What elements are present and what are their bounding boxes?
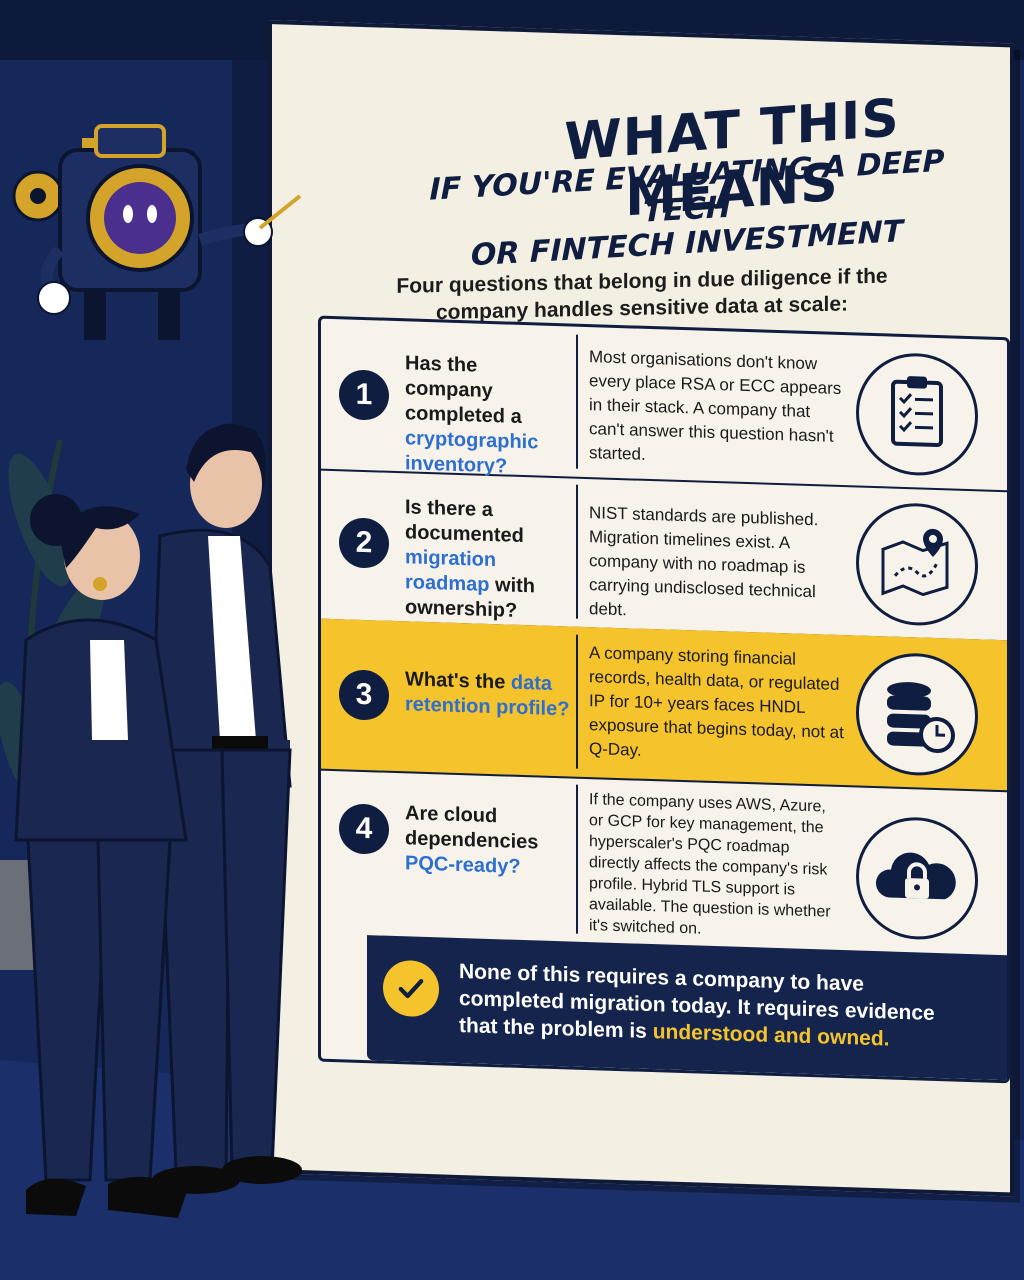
- question-highlight: cryptographic inventory?: [405, 427, 539, 478]
- question-row-4: 4 Are cloud dependencies PQC-ready? If t…: [321, 769, 1007, 956]
- checkmark-icon: [383, 959, 439, 1018]
- question-number: 4: [339, 803, 389, 855]
- column-divider: [576, 334, 578, 469]
- database-clock-icon: [856, 651, 978, 778]
- question-text: Are cloud dependencies PQC-ready?: [405, 801, 570, 881]
- footer-text: None of this requires a company to have …: [459, 958, 959, 1055]
- question-number: 1: [339, 369, 389, 421]
- map-pin-icon: [856, 501, 978, 628]
- question-highlight: PQC-ready?: [405, 852, 521, 878]
- footer-banner: None of this requires a company to have …: [367, 935, 1010, 1082]
- poster-board: WHAT THIS MEANS IF YOU'RE EVALUATING A D…: [268, 20, 1014, 1197]
- cloud-lock-icon: [856, 815, 978, 942]
- poster-intro: Four questions that belong in due dilige…: [396, 264, 888, 325]
- question-plain: Is there a documented: [405, 496, 524, 548]
- question-row-3: 3 What's the data retention profile? A c…: [321, 618, 1007, 793]
- column-divider: [576, 634, 578, 769]
- column-divider: [576, 484, 578, 619]
- robot-mascot: [12, 124, 302, 340]
- question-plain: Are cloud dependencies: [405, 802, 539, 854]
- question-description: NIST standards are published. Migration …: [589, 503, 819, 620]
- question-text: What's the data retention profile?: [405, 667, 570, 722]
- question-text: Is there a documented migration roadmap …: [405, 495, 570, 625]
- questions-table: 1 Has the company completed a cryptograp…: [318, 315, 1010, 1084]
- question-number: 3: [339, 669, 389, 721]
- question-row-1: 1 Has the company completed a cryptograp…: [321, 318, 1007, 493]
- question-text: Has the company completed a cryptographi…: [405, 351, 570, 481]
- question-highlight: migration roadmap: [405, 546, 497, 596]
- plant-illustration: [0, 439, 105, 970]
- question-row-2: 2 Is there a documented migration roadma…: [321, 468, 1007, 643]
- question-description: A company storing financial records, hea…: [589, 643, 844, 760]
- question-plain: Has the company completed a: [405, 352, 522, 428]
- column-divider: [576, 784, 578, 934]
- question-number: 2: [339, 517, 389, 569]
- woman-figure: [14, 494, 188, 1218]
- clipboard-checklist-icon: [856, 351, 978, 478]
- question-description: If the company uses AWS, Azure, or GCP f…: [589, 791, 831, 938]
- question-description: Most organisations don't know every plac…: [589, 347, 842, 464]
- question-plain: What's the: [405, 668, 511, 694]
- footer-highlight: understood and owned.: [652, 1020, 890, 1051]
